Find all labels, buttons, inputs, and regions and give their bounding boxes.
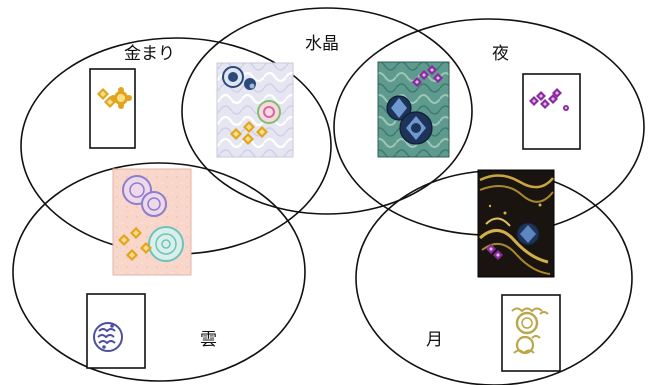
gold-moon-cloud-icon	[502, 295, 560, 371]
pink-cloud-card-icon	[113, 169, 191, 275]
set-label-kinmari: 金まり	[124, 44, 175, 64]
set-label-kumo: 雲	[200, 330, 217, 350]
crystal-wave-card-icon	[217, 63, 293, 157]
cloud-roundel-icon	[87, 294, 145, 368]
set-label-suisho: 水晶	[305, 34, 339, 54]
gold-diamond-flower-icon	[90, 69, 135, 148]
set-label-tsuki: 月	[426, 330, 443, 350]
set-label-yoru: 夜	[492, 44, 509, 64]
purple-diamond-flower-icon	[523, 74, 580, 149]
teal-night-card-icon	[378, 62, 449, 157]
black-moon-card-icon	[478, 170, 554, 277]
